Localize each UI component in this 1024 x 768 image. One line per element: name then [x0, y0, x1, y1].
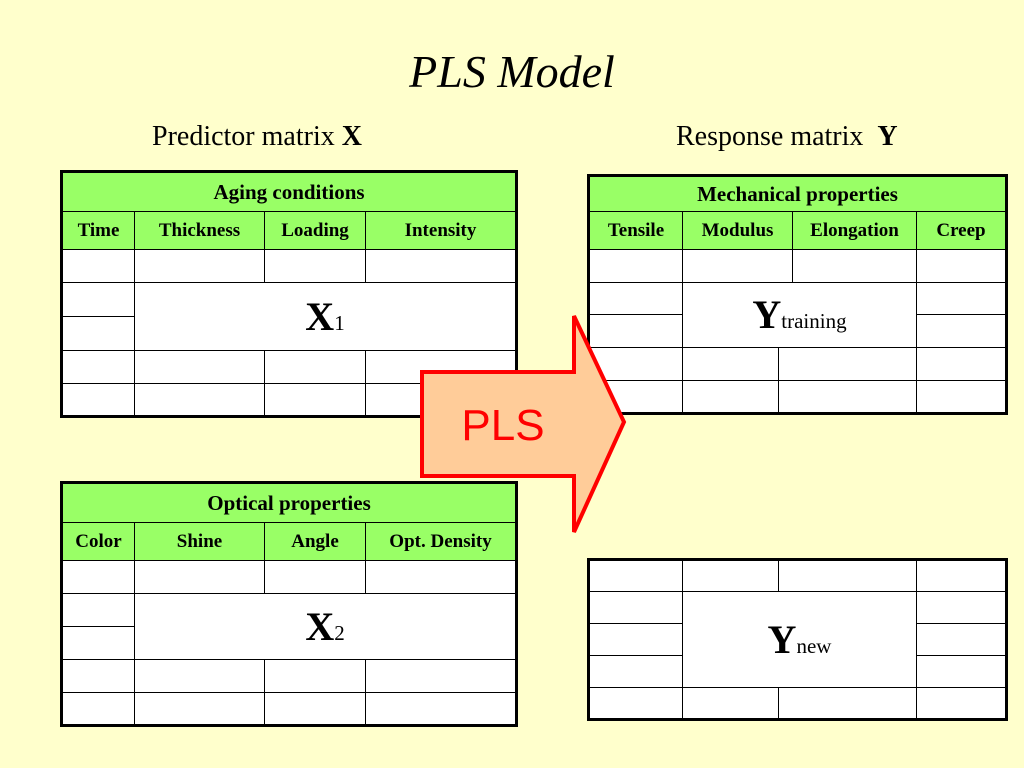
cell [588, 282, 683, 315]
optical-properties-table: Optical properties Color Shine Angle Opt… [60, 481, 519, 727]
cell [134, 383, 265, 417]
col-opt-density: Opt. Density [364, 522, 518, 561]
cell [916, 380, 1007, 414]
cell [61, 350, 135, 384]
response-matrix-label: Response matrix Y [676, 119, 898, 155]
cell [264, 659, 366, 693]
mechanical-properties-table: Mechanical properties Tensile Modulus El… [587, 174, 1008, 415]
col-color: Color [61, 522, 135, 561]
cell [134, 560, 265, 594]
cell [588, 314, 683, 348]
block-x1-symbol: X [305, 293, 335, 339]
cell [61, 383, 135, 417]
col-modulus: Modulus [682, 211, 793, 250]
cell [778, 380, 917, 414]
block-x1-subscript: 1 [334, 310, 345, 335]
cell [264, 350, 366, 384]
cell [364, 659, 518, 693]
block-x1: X1 [134, 282, 517, 351]
cell [61, 249, 135, 283]
cell [916, 591, 1007, 624]
cell [682, 559, 779, 592]
block-x2-subscript: 2 [334, 620, 345, 645]
cell [588, 687, 683, 720]
cell [916, 559, 1007, 592]
col-intensity: Intensity [365, 211, 517, 250]
optical-header: Optical properties [60, 482, 518, 523]
pls-arrow-shape [420, 315, 627, 533]
pls-label: PLS [461, 401, 545, 450]
cell [364, 560, 518, 594]
cell [134, 659, 265, 693]
new-response-table: Ynew [587, 558, 1008, 721]
cell [916, 655, 1007, 688]
response-label-text: Response matrix [676, 121, 864, 152]
col-angle: Angle [264, 522, 366, 561]
cell [778, 347, 917, 381]
predictor-label-text: Predictor matrix [152, 121, 335, 152]
predictor-matrix-label: Predictor matrix X [152, 119, 362, 155]
cell [264, 692, 366, 726]
pls-arrow-icon [420, 315, 627, 533]
slide-title: PLS Model [409, 46, 615, 97]
cell [364, 692, 518, 726]
cell [916, 282, 1007, 315]
col-thickness: Thickness [134, 211, 265, 250]
cell [588, 591, 683, 624]
cell [916, 623, 1007, 656]
cell [134, 249, 265, 283]
cell [588, 655, 683, 688]
cell [792, 249, 917, 283]
block-x2-symbol: X [305, 603, 335, 649]
col-loading: Loading [264, 211, 366, 250]
cell [682, 380, 779, 414]
cell [264, 560, 366, 594]
cell [61, 692, 135, 726]
col-tensile: Tensile [588, 211, 683, 250]
block-x2: X2 [133, 593, 518, 660]
cell [916, 314, 1007, 348]
cell [916, 249, 1007, 283]
cell [682, 347, 779, 381]
block-y-new-subscript: new [796, 633, 832, 658]
predictor-symbol: X [341, 121, 362, 152]
cell [61, 282, 135, 317]
aging-conditions-table: Aging conditions Time Thickness Loading … [60, 170, 518, 418]
cell [916, 347, 1007, 381]
cell [916, 687, 1007, 720]
cell [778, 559, 917, 592]
cell [588, 559, 683, 592]
block-y-training: Ytraining [682, 282, 917, 348]
cell [61, 560, 135, 594]
col-time: Time [61, 211, 135, 250]
block-y-new: Ynew [682, 591, 917, 688]
block-y-training-symbol: Y [752, 292, 782, 337]
cell [365, 249, 517, 283]
cell [264, 249, 366, 283]
col-creep: Creep [916, 211, 1007, 250]
mechanical-header: Mechanical properties [588, 175, 1007, 212]
cell [682, 687, 779, 720]
cell [682, 249, 793, 283]
col-elongation: Elongation [792, 211, 917, 250]
cell [778, 687, 917, 720]
cell [134, 350, 265, 384]
cell [61, 593, 135, 627]
block-y-training-subscript: training [781, 309, 847, 333]
response-symbol: Y [877, 121, 898, 152]
cell [588, 623, 683, 656]
cell [61, 659, 135, 693]
cell [264, 383, 366, 417]
cell [588, 249, 683, 283]
aging-header: Aging conditions [61, 171, 517, 212]
cell [61, 626, 135, 660]
cell [134, 692, 265, 726]
col-shine: Shine [134, 522, 265, 561]
block-y-new-symbol: Y [767, 616, 797, 662]
cell [61, 316, 135, 351]
